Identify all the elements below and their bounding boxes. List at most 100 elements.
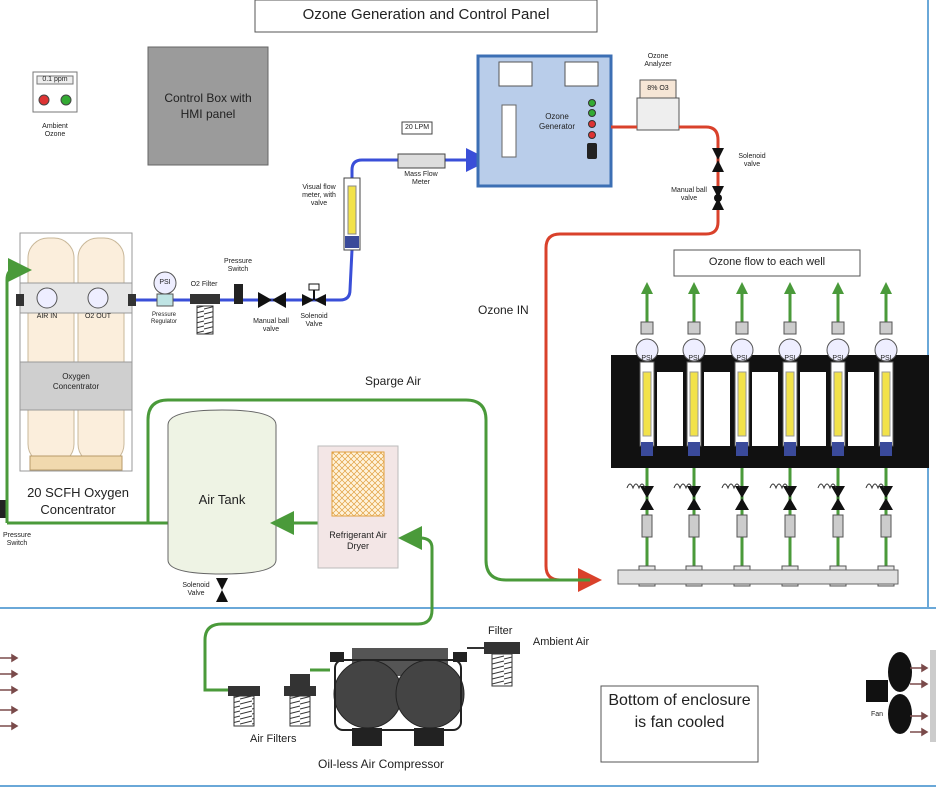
refrigerant-dryer-label: Refrigerant Air Dryer: [329, 530, 387, 551]
well-psi-label: PSI: [880, 355, 891, 362]
well-branch-1: PSI: [626, 282, 683, 587]
well-solenoid-valve-icon: [640, 486, 654, 510]
fan-icon: [866, 650, 936, 742]
control-box: [147, 46, 269, 166]
valve-coil-icon: [721, 483, 741, 490]
well-branch-5: PSI: [817, 282, 874, 587]
ambient-air-label: Ambient Air: [532, 636, 590, 648]
manual-ball-valve-icon: [258, 292, 286, 308]
check-valve: [832, 514, 844, 538]
solenoid-valve-label: Solenoid Valve: [300, 313, 328, 328]
air-filter-1-head: [228, 686, 260, 696]
exhaust-arrows-left: [0, 653, 19, 731]
red-indicator-icon: [38, 94, 50, 106]
well-fitting: [640, 321, 654, 335]
o2-filter-head: [190, 294, 220, 304]
air-tank-label: Air Tank: [198, 492, 246, 507]
generator-gauge-right-icon: [564, 61, 599, 87]
check-valve: [736, 514, 748, 538]
oxygen-concentrator: [16, 232, 136, 472]
well-psi-label: PSI: [641, 355, 652, 362]
valve-coil-icon: [817, 483, 837, 490]
pressure-gauge-icon: [826, 338, 850, 362]
control-box-label: Control Box with HMI panel: [164, 91, 252, 121]
mass-flow-meter-label: Mass Flow Meter: [404, 171, 438, 186]
o2-out-gauge-icon: [87, 287, 109, 309]
well-solenoid-valve-icon: [687, 486, 701, 510]
o2-filter-bowl: [196, 305, 214, 335]
ozone-line: [544, 125, 720, 592]
o2-line-upper: [350, 158, 400, 180]
well-fitting: [783, 321, 797, 335]
ambient-filter-head: [484, 642, 520, 654]
manual-ball-valve-label: Manual ball valve: [253, 318, 289, 333]
air-to-concentrator-line: [5, 258, 32, 523]
check-valve: [880, 514, 892, 538]
valve-coil-icon: [769, 483, 789, 490]
valve-coil-icon: [626, 483, 646, 490]
pressure-gauge-icon: [682, 338, 706, 362]
air-in-gauge-icon: [36, 287, 58, 309]
air-in-label: AIR IN: [36, 313, 58, 320]
ambient-ozone-label: Ambient Ozone: [42, 123, 68, 138]
sparge-air-label: Sparge Air: [365, 374, 422, 388]
well-psi-label: PSI: [784, 355, 795, 362]
o2-line: [136, 249, 354, 302]
ambient-ozone-display-text: 0.1 ppm: [42, 76, 68, 83]
well-valve-knob: [641, 442, 653, 456]
ozone-flow-label-box: [673, 249, 861, 277]
check-valve: [688, 514, 700, 538]
solenoid-valve-right-icon: [712, 148, 724, 172]
ambient-ozone-display: [36, 75, 74, 85]
well-solenoid-valve-icon: [735, 486, 749, 510]
pressure-gauge-icon: [635, 338, 659, 362]
pressure-switch-top-label: Pressure Switch: [223, 258, 252, 273]
mass-flow-meter-display-text: 20 LPM: [404, 124, 430, 131]
tank-solenoid-valve-label: Solenoid Valve: [182, 582, 210, 597]
well-valve-knob: [832, 442, 844, 456]
pressure-gauge-icon: [730, 338, 754, 362]
pressure-gauge-icon: [778, 338, 802, 362]
ozone-analyzer-label: Ozone Analyzer: [644, 53, 672, 68]
manual-ball-valve-right-label: Manual ball valve: [671, 187, 707, 202]
well-solenoid-valve-icon: [879, 486, 893, 510]
well-psi-label: PSI: [736, 355, 747, 362]
up-arrow-icon: [832, 282, 844, 294]
up-arrow-icon: [736, 282, 748, 294]
mass-flow-meter-display: [401, 121, 433, 135]
well-fitting: [687, 321, 701, 335]
up-arrow-icon: [880, 282, 892, 294]
wells-group: PSI PSI PSI PSI PSI PSI: [626, 282, 898, 587]
valve-coil-icon: [673, 483, 693, 490]
o2-out-label: O2 OUT: [84, 313, 112, 320]
pressure-gauge-icon: [874, 338, 898, 362]
air-compressor: [330, 648, 467, 746]
visual-flow-meter-label: Visual flow meter, with valve: [302, 184, 336, 207]
air-filter-2-bowl: [289, 695, 311, 727]
pressure-regulator-label: Pressure Regulator: [150, 312, 177, 325]
air-filters-label: Air Filters: [250, 733, 297, 745]
oxygen-concentrator-panel-label: Oxygen Concentrator: [52, 372, 100, 391]
up-arrow-icon: [641, 282, 653, 294]
air-filter-2-head: [284, 686, 316, 696]
sparge-air-line: [146, 398, 590, 582]
tank-solenoid-valve-icon: [216, 578, 228, 602]
ozone-in-label: Ozone IN: [478, 303, 529, 317]
well-fitting: [735, 321, 749, 335]
ozone-analyzer-display-text: 8% O3: [647, 85, 669, 92]
up-arrow-icon: [784, 282, 796, 294]
well-branch-2: PSI: [673, 282, 730, 587]
bottom-manifold: [617, 569, 899, 585]
solenoid-valve-right-label: Solenoid valve: [738, 153, 766, 168]
oxygen-concentrator-caption: 20 SCFH Oxygen Concentrator: [27, 485, 129, 517]
well-fitting: [879, 321, 893, 335]
pressure-switch-top: [234, 284, 243, 304]
up-arrow-icon: [688, 282, 700, 294]
well-solenoid-valve-icon: [831, 486, 845, 510]
well-valve-knob: [784, 442, 796, 456]
filter-label: Filter: [488, 625, 513, 637]
ambient-filter-bowl: [491, 653, 513, 687]
regulator-psi-label: PSI: [159, 279, 171, 286]
well-branch-4: PSI: [769, 282, 826, 587]
